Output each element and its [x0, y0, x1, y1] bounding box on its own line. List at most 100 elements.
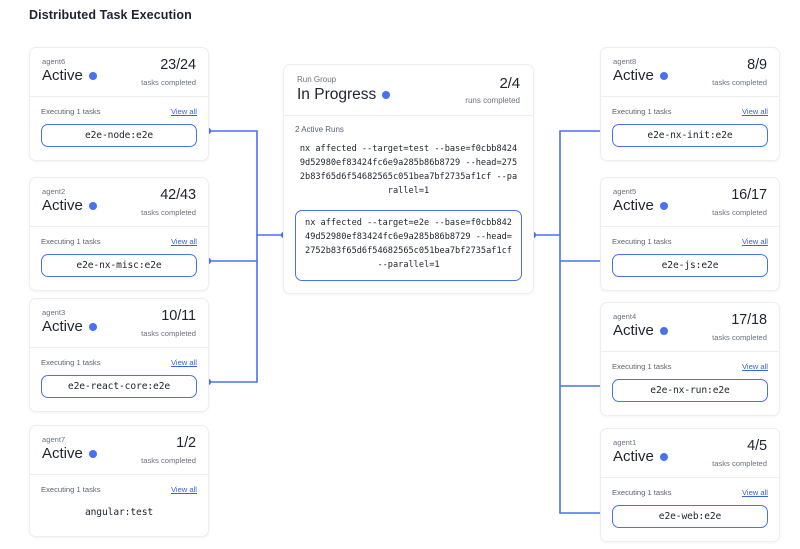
executing-label: Executing 1 tasks: [612, 361, 672, 371]
agent-card-header: agent5 Active 16/17 tasks completed: [601, 178, 779, 227]
status-dot-icon: [659, 202, 668, 211]
agent-card-agent2[interactable]: agent2 Active 42/43 tasks completed Exec…: [29, 177, 209, 291]
agent-status: Active: [42, 66, 83, 84]
agent-card-header: agent6 Active 23/24 tasks completed: [30, 48, 208, 97]
tasks-count: 42/43: [160, 187, 196, 203]
status-dot-icon: [88, 202, 97, 211]
agent-card-body: Executing 1 tasks View all e2e-react-cor…: [30, 348, 208, 411]
view-all-link[interactable]: View all: [741, 487, 768, 497]
agent-card-body: Executing 1 tasks View all e2e-node:e2e: [30, 97, 208, 160]
agent-name: agent1: [613, 438, 637, 447]
task-pill[interactable]: e2e-nx-misc:e2e: [41, 253, 197, 277]
tasks-count: 10/11: [161, 308, 196, 324]
executing-label: Executing 1 tasks: [41, 106, 101, 116]
agent-name: agent7: [42, 435, 66, 444]
agent-status: Active: [42, 196, 83, 214]
tasks-count-label: tasks completed: [141, 455, 196, 465]
agent-card-agent3[interactable]: agent3 Active 10/11 tasks completed Exec…: [29, 298, 209, 412]
agent-card-body: Executing 1 tasks View all e2e-nx-init:e…: [601, 97, 779, 160]
status-dot-icon: [659, 72, 668, 81]
view-all-link[interactable]: View all: [170, 236, 197, 246]
agent-name: agent2: [42, 187, 66, 196]
tasks-count: 16/17: [731, 187, 767, 203]
task-pill[interactable]: e2e-nx-init:e2e: [612, 123, 768, 147]
agent-name: agent4: [613, 312, 637, 321]
agent-card-header: agent7 Active 1/2 tasks completed: [30, 426, 208, 475]
run-group-card[interactable]: Run Group In Progress 2/4 runs completed…: [283, 64, 534, 294]
run-command-1[interactable]: nx affected --target=test --base=f0cbb84…: [299, 144, 518, 197]
runs-count-label: runs completed: [465, 96, 520, 106]
executing-label: Executing 1 tasks: [41, 357, 101, 367]
agent-card-agent7[interactable]: agent7 Active 1/2 tasks completed Execut…: [29, 425, 209, 537]
run-group-status: In Progress: [297, 86, 377, 104]
tasks-count-label: tasks completed: [141, 328, 196, 338]
status-dot-icon: [659, 327, 668, 336]
agent-status: Active: [613, 447, 654, 465]
agent-card-agent6[interactable]: agent6 Active 23/24 tasks completed Exec…: [29, 47, 209, 161]
tasks-count: 1/2: [176, 435, 196, 451]
agent-status: Active: [42, 444, 83, 462]
agent-card-body: Executing 1 tasks View all angular:test: [30, 475, 208, 536]
agent-status: Active: [613, 321, 654, 339]
agent-card-header: agent3 Active 10/11 tasks completed: [30, 299, 208, 348]
tasks-count-label: tasks completed: [712, 332, 767, 342]
tasks-count: 23/24: [160, 57, 196, 73]
agent-card-agent1[interactable]: agent1 Active 4/5 tasks completed Execut…: [600, 428, 780, 542]
agent-status: Active: [42, 317, 83, 335]
status-dot-icon: [88, 323, 97, 332]
task-pill[interactable]: e2e-react-core:e2e: [41, 374, 197, 398]
page-title: Distributed Task Execution: [29, 8, 192, 22]
agent-status: Active: [613, 66, 654, 84]
executing-label: Executing 1 tasks: [612, 106, 672, 116]
view-all-link[interactable]: View all: [741, 361, 768, 371]
agent-card-agent4[interactable]: agent4 Active 17/18 tasks completed Exec…: [600, 302, 780, 416]
agent-name: agent3: [42, 308, 66, 317]
status-dot-icon: [88, 450, 97, 459]
tasks-count-label: tasks completed: [712, 77, 767, 87]
view-all-link[interactable]: View all: [741, 106, 768, 116]
executing-label: Executing 1 tasks: [41, 484, 101, 494]
agent-status: Active: [613, 196, 654, 214]
tasks-count-label: tasks completed: [712, 207, 767, 217]
agent-card-body: Executing 1 tasks View all e2e-nx-misc:e…: [30, 227, 208, 290]
runs-count: 2/4: [499, 75, 520, 92]
status-dot-icon: [382, 91, 391, 100]
run-group-header: Run Group In Progress 2/4 runs completed: [284, 65, 533, 117]
tasks-count: 17/18: [731, 312, 767, 328]
agent-card-agent8[interactable]: agent8 Active 8/9 tasks completed Execut…: [600, 47, 780, 161]
run-group-body: 2 Active Runs nx affected --target=test …: [284, 116, 533, 292]
task-pill[interactable]: e2e-web:e2e: [612, 504, 768, 528]
view-all-link[interactable]: View all: [170, 357, 197, 367]
status-dot-icon: [659, 453, 668, 462]
run-command-2[interactable]: nx affected --target=e2e --base=f0cbb842…: [295, 209, 522, 281]
task-pill[interactable]: e2e-node:e2e: [41, 123, 197, 147]
tasks-count: 4/5: [747, 438, 767, 454]
tasks-count-label: tasks completed: [141, 77, 196, 87]
view-all-link[interactable]: View all: [170, 106, 197, 116]
view-all-link[interactable]: View all: [170, 484, 197, 494]
agent-card-header: agent8 Active 8/9 tasks completed: [601, 48, 779, 97]
agent-card-body: Executing 1 tasks View all e2e-web:e2e: [601, 478, 779, 541]
agent-card-header: agent4 Active 17/18 tasks completed: [601, 303, 779, 352]
task-pill[interactable]: e2e-nx-run:e2e: [612, 378, 768, 402]
executing-label: Executing 1 tasks: [612, 236, 672, 246]
agent-card-agent5[interactable]: agent5 Active 16/17 tasks completed Exec…: [600, 177, 780, 291]
agent-name: agent8: [613, 57, 637, 66]
tasks-count-label: tasks completed: [712, 458, 767, 468]
run-group-kicker: Run Group: [297, 75, 337, 84]
agent-card-body: Executing 1 tasks View all e2e-js:e2e: [601, 227, 779, 290]
agent-card-body: Executing 1 tasks View all e2e-nx-run:e2…: [601, 352, 779, 415]
agent-card-header: agent2 Active 42/43 tasks completed: [30, 178, 208, 227]
status-dot-icon: [88, 72, 97, 81]
task-pill[interactable]: e2e-js:e2e: [612, 253, 768, 277]
agent-name: agent5: [613, 187, 637, 196]
executing-label: Executing 1 tasks: [612, 487, 672, 497]
task-label[interactable]: angular:test: [84, 506, 154, 518]
active-runs-label: 2 Active Runs: [295, 125, 344, 135]
executing-label: Executing 1 tasks: [41, 236, 101, 246]
view-all-link[interactable]: View all: [741, 236, 768, 246]
agent-card-header: agent1 Active 4/5 tasks completed: [601, 429, 779, 478]
tasks-count-label: tasks completed: [141, 207, 196, 217]
tasks-count: 8/9: [747, 57, 767, 73]
